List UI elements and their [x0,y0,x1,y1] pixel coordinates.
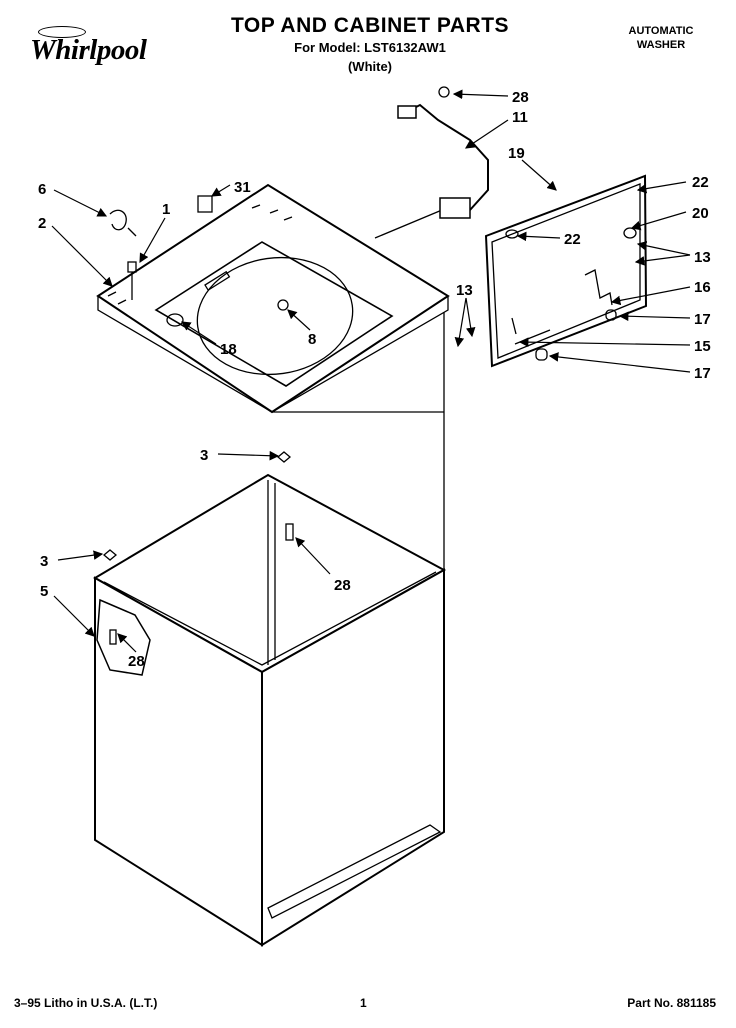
callout-18-label: 18 [220,341,237,358]
callout-5-label: 5 [40,583,48,600]
callout-28-mid-label: 28 [334,577,351,594]
callout-1: 1 [139,201,170,264]
callout-22-right-label: 22 [692,174,709,191]
callout-28-low-label: 28 [128,653,145,670]
callout-3-upper-label: 3 [200,447,208,464]
appliance-type-line2: WASHER [636,39,686,51]
callout-17-upper: 17 [618,311,711,328]
callout-17-upper-label: 17 [694,311,711,328]
callout-11-label: 11 [512,109,528,126]
washer-top-panel [96,183,450,414]
print-info: 3–95 Litho in U.S.A. (L.T.) [14,996,158,1010]
callout-6: 6 [38,181,108,217]
console-panel [484,174,648,368]
callout-28-top: 28 [452,89,529,106]
callout-19-label: 19 [508,145,525,162]
page-title: TOP AND CABINET PARTS [230,14,510,37]
callout-31-label: 31 [234,179,251,196]
callout-8: 8 [287,309,316,348]
callout-20-label: 20 [692,205,709,222]
callout-20: 20 [630,205,709,231]
model-color: (White) [347,59,393,74]
callout-1-label: 1 [162,201,170,218]
part-number: Part No. 881185 [627,996,716,1010]
callout-19: 19 [508,145,557,191]
small-parts-top-left [102,195,294,561]
callout-2-label: 2 [38,215,46,232]
callout-22-right: 22 [636,174,709,194]
callout-28-top-label: 28 [512,89,529,106]
callout-18: 18 [180,321,237,358]
callout-22-mid-label: 22 [564,231,581,248]
callout-3-left: 3 [40,550,104,570]
callout-5: 5 [40,583,95,637]
callout-2: 2 [38,215,113,287]
callout-11: 11 [465,109,528,149]
callout-17-lower-label: 17 [694,365,711,382]
model-number: For Model: LST6132AW1 [294,40,446,55]
callout-16: 16 [610,279,711,306]
callout-8-label: 8 [308,331,316,348]
callout-15-label: 15 [694,338,711,355]
callout-16-label: 16 [694,279,711,296]
callout-3-upper: 3 [200,447,280,464]
callout-3-left-label: 3 [40,553,48,570]
callout-22-mid: 22 [516,231,581,248]
washer-cabinet [93,209,447,947]
callout-13-left: 13 [454,282,476,348]
callout-13-right: 13 [634,241,711,266]
callout-15: 15 [518,337,711,355]
appliance-type: AUTOMATIC WASHER [606,24,716,52]
logo-badge [38,26,86,38]
callout-31: 31 [210,179,251,197]
wire-harness [397,86,489,219]
callout-17-lower: 17 [548,352,711,382]
callout-6-label: 6 [38,181,46,198]
callout-28-mid: 28 [295,537,351,594]
callout-28-low: 28 [117,633,145,670]
whirlpool-logo: Whirlpool [12,22,162,72]
callout-13-left-label: 13 [456,282,473,299]
page-number: 1 [360,996,367,1010]
appliance-type-line1: AUTOMATIC [628,25,694,37]
callout-13-right-label: 13 [694,249,711,266]
brand-name: Whirlpool [30,34,147,66]
